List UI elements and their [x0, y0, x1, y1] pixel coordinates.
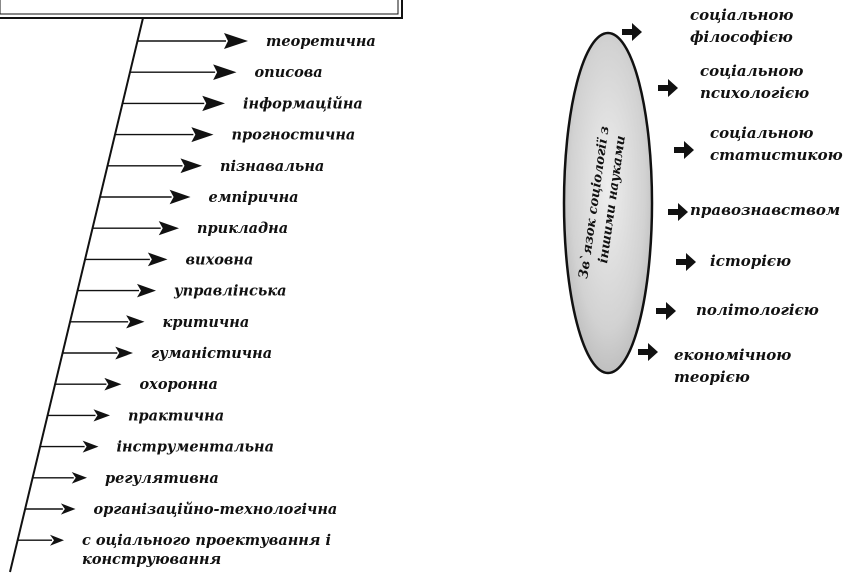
function-branch: охоронна: [55, 376, 218, 393]
function-branch: теоретична: [137, 33, 375, 50]
arrow-head: [115, 347, 133, 360]
function-branch: регулятивна: [33, 470, 219, 487]
relation-label: соціальною: [710, 124, 813, 142]
relation-label: теорією: [674, 368, 750, 386]
function-label: пізнавальна: [220, 158, 324, 175]
relation-item: соціальною статистикою: [674, 124, 843, 164]
function-label: конструювання: [82, 551, 221, 568]
arrow-head: [148, 252, 168, 266]
arrow-head: [191, 127, 213, 142]
relation-label: соціальною: [700, 62, 803, 80]
arrow-head: [61, 503, 76, 514]
arrow-head: [83, 441, 99, 453]
relation-label: філософією: [690, 28, 793, 46]
function-label: практична: [128, 407, 224, 424]
function-branch: прогностична: [115, 127, 355, 144]
function-label: прикладна: [197, 220, 288, 237]
function-branch: описова: [130, 64, 323, 81]
function-branch: інструментальна: [40, 439, 274, 456]
relation-arrow-icon: [622, 23, 642, 41]
function-label: виховна: [186, 251, 254, 268]
arrow-head: [170, 190, 191, 204]
function-label: охоронна: [140, 376, 218, 393]
function-label: емпірична: [209, 189, 299, 206]
relation-label: історією: [710, 252, 791, 270]
arrow-head: [202, 96, 225, 111]
function-label: інструментальна: [117, 439, 275, 456]
function-branch: пізнавальна: [108, 158, 325, 175]
function-label: гуманістична: [151, 345, 272, 362]
relation-arrow-icon: [676, 253, 696, 271]
function-label: регулятивна: [105, 470, 219, 487]
relations-group: соціальною філософією соціальною психологіє…: [622, 6, 843, 386]
relation-label: статистикою: [710, 146, 843, 164]
arrow-head: [181, 158, 203, 173]
function-branch: критична: [70, 314, 249, 331]
function-label: управлінська: [173, 283, 287, 300]
relation-arrow-icon: [656, 302, 676, 320]
function-branch: прикладна: [93, 220, 289, 237]
function-label: організаційно-технологічна: [94, 501, 338, 518]
function-branch: гуманістична: [63, 345, 273, 362]
relation-label: політологією: [696, 301, 819, 319]
relation-item: політологією: [656, 301, 819, 320]
arrow-head: [137, 284, 156, 298]
relation-arrow-icon: [674, 141, 694, 159]
function-label: с оціального проектування і: [82, 532, 331, 549]
relation-arrow-icon: [638, 343, 658, 361]
relation-arrow-icon: [658, 79, 678, 97]
arrow-head: [213, 64, 236, 80]
top-frame-box: [0, 0, 402, 18]
function-label: критична: [163, 314, 250, 331]
function-branch: виховна: [85, 251, 253, 268]
function-label: прогностична: [232, 127, 356, 144]
relation-arrow-icon: [668, 203, 688, 221]
relation-item: економічною теорією: [638, 343, 791, 386]
relation-item: соціальною філософією: [622, 6, 793, 46]
function-label: інформаційна: [243, 95, 363, 112]
function-branch: емпірична: [100, 189, 299, 206]
function-branch: організаційно-технологічна: [25, 501, 337, 518]
function-label: теоретична: [266, 33, 376, 50]
relation-label: соціальною: [690, 6, 793, 24]
oval-group: Зв`язок соціології з іншими науками: [564, 33, 652, 373]
arrow-head: [94, 409, 111, 421]
function-branch: практична: [48, 407, 225, 424]
relation-label: економічною: [674, 346, 791, 364]
relation-item: правознавством: [668, 201, 840, 221]
function-branch: інформаційна: [122, 95, 362, 112]
function-branch: управлінська: [78, 283, 287, 300]
functions-trunk: [10, 18, 143, 572]
arrow-head: [159, 221, 179, 235]
relation-label: правознавством: [690, 201, 840, 219]
relation-label: психологією: [700, 84, 809, 102]
function-branch: с оціального проектування і конструювання: [18, 532, 331, 568]
function-branches: теоретична описова інформаційна прогностичн…: [18, 33, 376, 568]
function-label: описова: [255, 64, 323, 81]
arrow-head: [104, 378, 121, 391]
arrow-head: [72, 472, 87, 484]
relation-item: історією: [676, 252, 791, 271]
arrow-head: [126, 315, 144, 328]
arrow-head: [224, 33, 248, 49]
relation-item: соціальною психологією: [658, 62, 809, 102]
arrow-head: [50, 535, 64, 546]
